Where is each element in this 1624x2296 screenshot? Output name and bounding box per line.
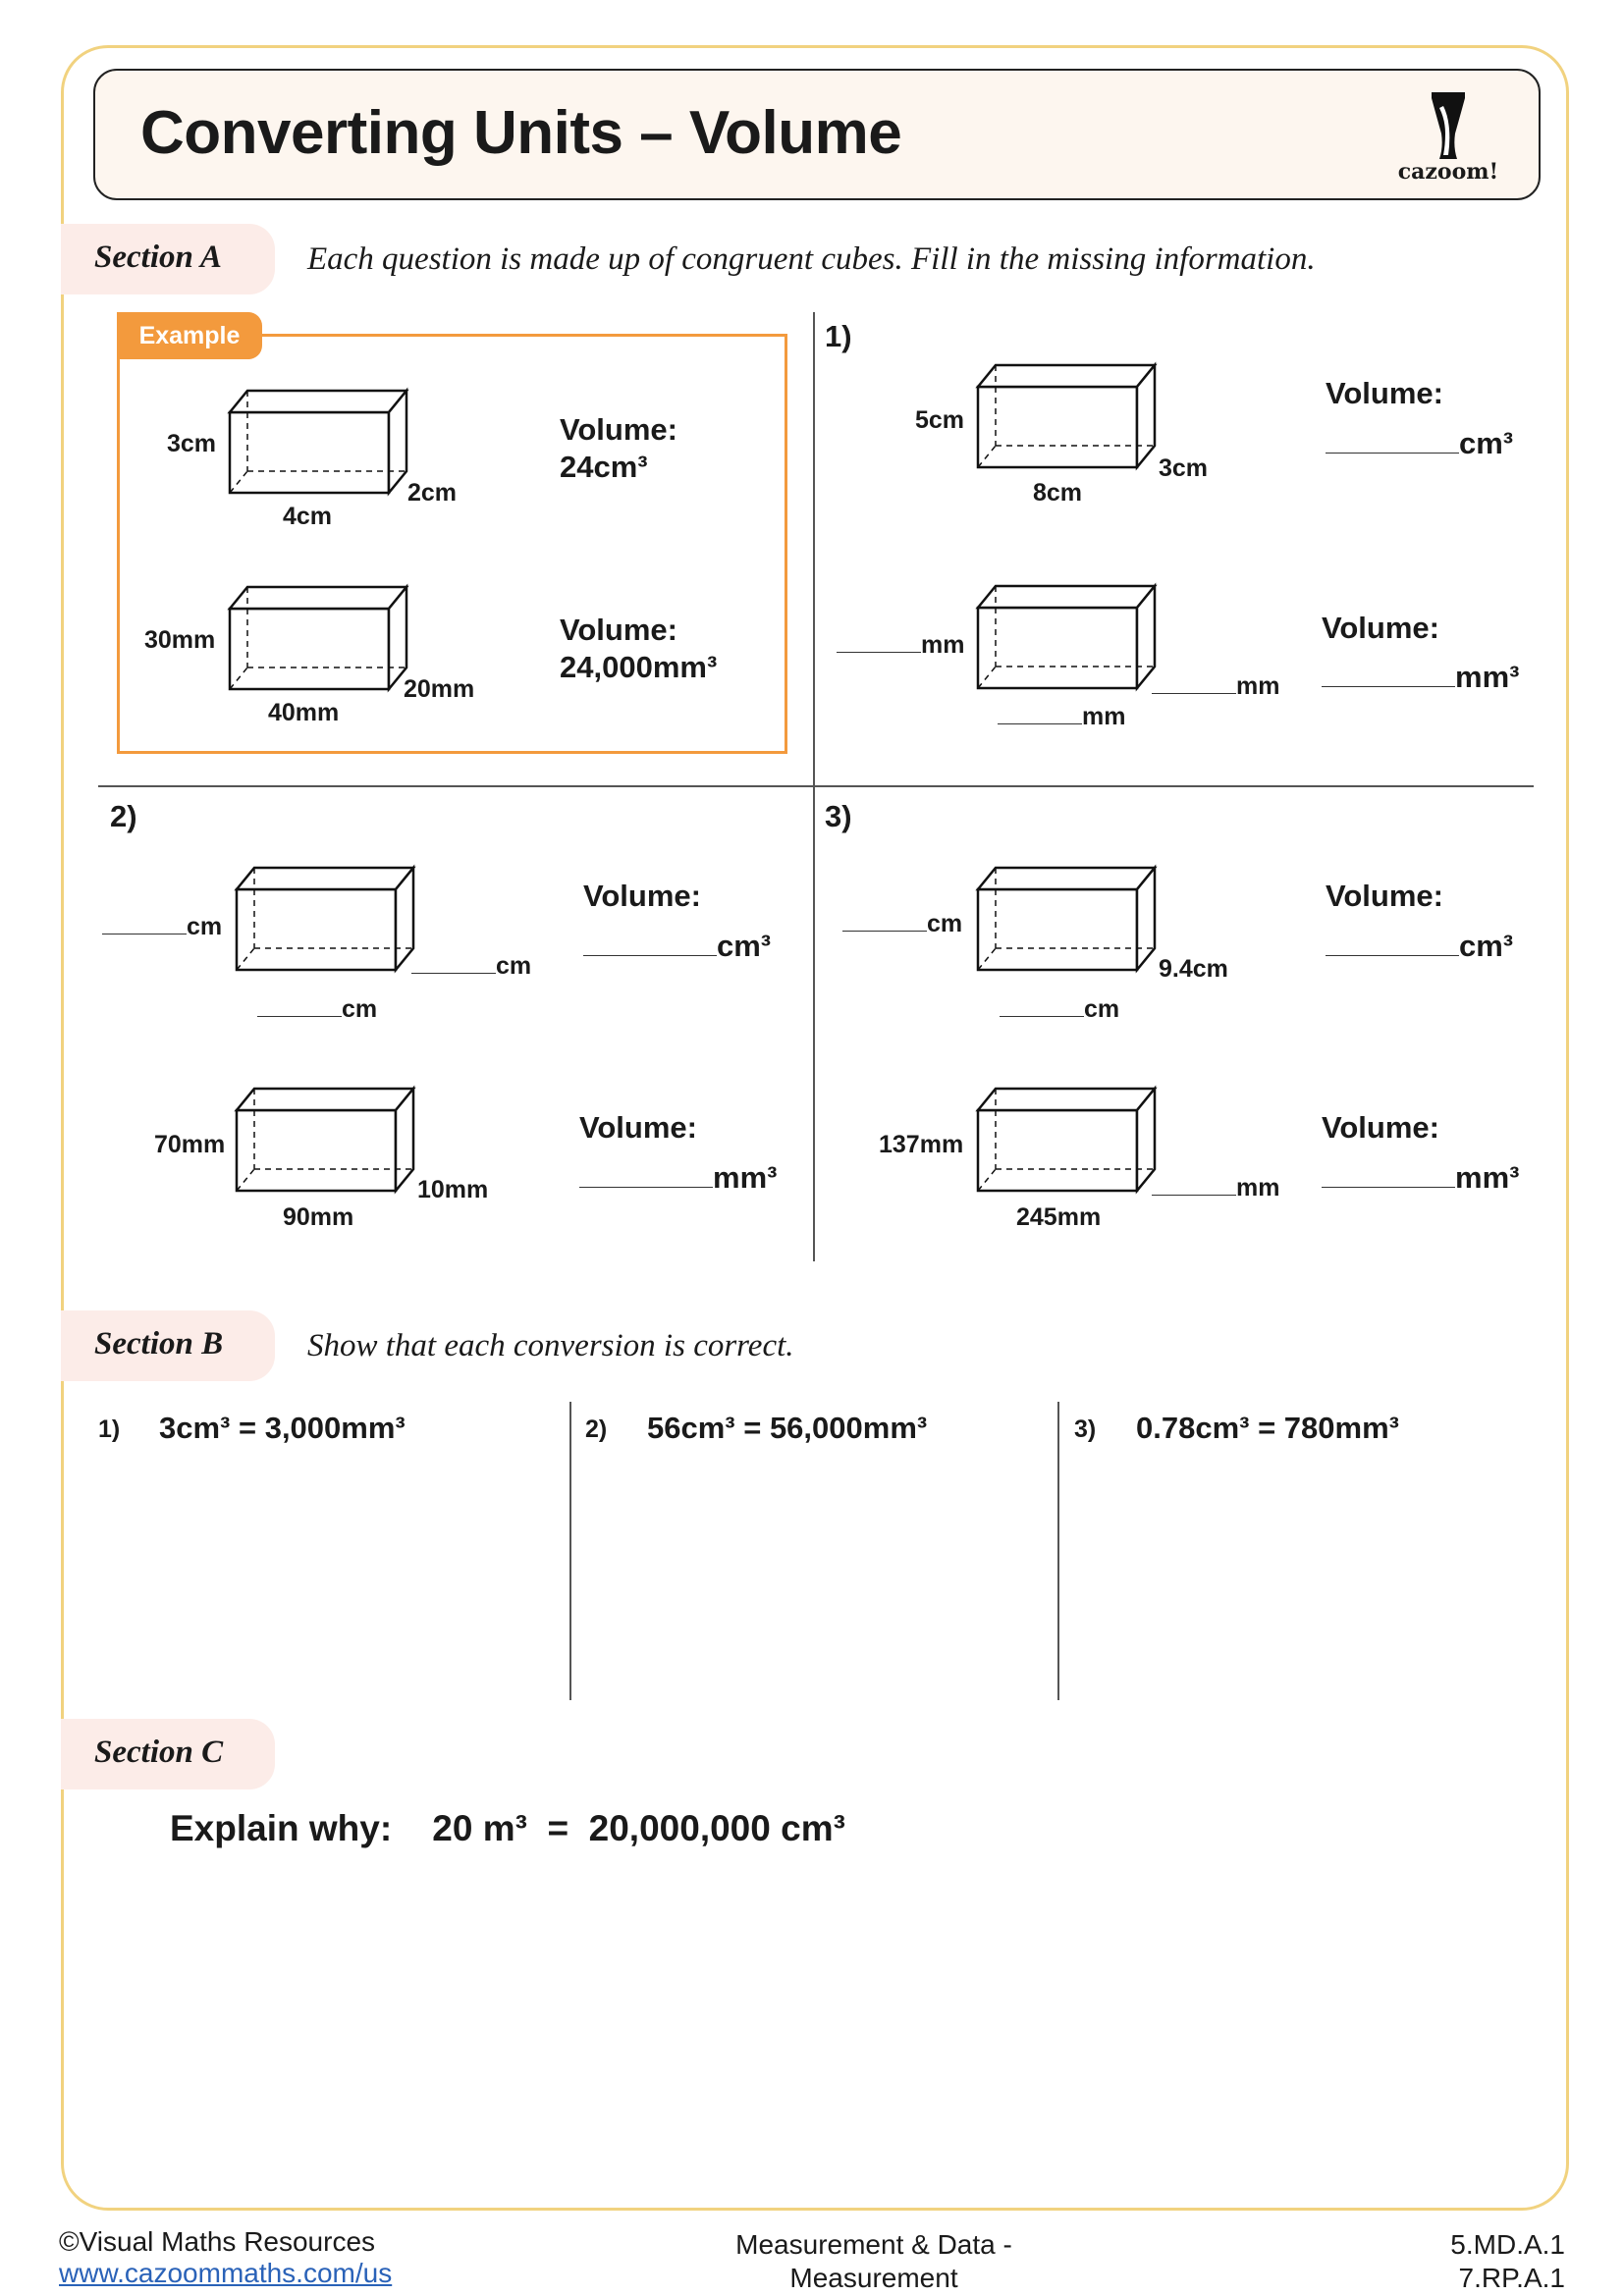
- q1-mm-depth[interactable]: mm: [1152, 672, 1279, 701]
- section-a-label: Section A: [94, 240, 222, 275]
- q1-mm-volume-label: Volume:: [1322, 611, 1439, 645]
- q3-mm-height: 137mm: [879, 1131, 964, 1158]
- footer-url-link[interactable]: www.cazoommaths.com/us: [59, 2258, 393, 2288]
- q3-mm-volume-answer[interactable]: mm³: [1322, 1160, 1519, 1196]
- section-b-q1-number: 1): [98, 1415, 121, 1443]
- footer-standard-2: 7.RP.A.1: [1458, 2263, 1565, 2293]
- section-b-q3-text: 0.78cm³ = 780mm³: [1136, 1411, 1399, 1445]
- cuboid-q1-mm: [976, 584, 1157, 690]
- q2-cm-depth[interactable]: cm: [411, 952, 531, 981]
- q1-mm-volume-answer[interactable]: mm³: [1322, 660, 1519, 695]
- page-title: Converting Units – Volume: [140, 99, 902, 167]
- footer-copyright: ©Visual Maths Resources: [59, 2226, 376, 2257]
- q2-number: 2): [110, 799, 137, 833]
- cuboid-q1-cm: [976, 363, 1157, 469]
- footer-standards: 5.MD.A.1 7.RP.A.1: [1414, 2228, 1565, 2295]
- q1-cm-volume-answer[interactable]: cm³: [1326, 426, 1513, 461]
- q2-cm-volume-label: Volume:: [583, 879, 701, 913]
- example-cm-volume-value: 24cm³: [560, 450, 648, 484]
- cuboid-example-cm: [228, 389, 408, 495]
- section-c-tab: Section C: [61, 1719, 275, 1789]
- q3-cm-depth: 9.4cm: [1159, 955, 1228, 983]
- q2-cm-width[interactable]: cm: [257, 995, 377, 1024]
- footer-standard-1: 5.MD.A.1: [1450, 2229, 1565, 2260]
- example-mm-depth: 20mm: [404, 675, 475, 703]
- title-box: [93, 69, 1541, 200]
- example-tag: Example: [117, 312, 262, 359]
- section-a-grid: [98, 312, 1534, 1261]
- section-b-q2-text: 56cm³ = 56,000mm³: [647, 1411, 928, 1445]
- cuboid-q3-mm: [976, 1087, 1157, 1193]
- q1-mm-height[interactable]: mm: [837, 631, 964, 660]
- example-cm-volume-label: Volume:: [560, 412, 677, 447]
- example-mm-height: 30mm: [144, 626, 216, 654]
- example-cm-height: 3cm: [167, 430, 217, 457]
- logo-text: cazoom!: [1397, 159, 1499, 185]
- q3-cm-volume-answer[interactable]: cm³: [1326, 929, 1513, 964]
- q1-cm-depth: 3cm: [1159, 454, 1209, 482]
- section-b-q3-number: 3): [1074, 1415, 1097, 1443]
- section-b-q1-text: 3cm³ = 3,000mm³: [159, 1411, 406, 1445]
- section-c-text: Explain why: 20 m³ = 20,000,000 cm³: [170, 1808, 845, 1848]
- q3-mm-width: 245mm: [1016, 1203, 1102, 1231]
- section-b-tab: Section B: [61, 1310, 275, 1381]
- q2-mm-volume-answer[interactable]: mm³: [579, 1160, 777, 1196]
- q3-mm-volume-label: Volume:: [1322, 1110, 1439, 1145]
- q3-mm-depth[interactable]: mm: [1152, 1174, 1279, 1202]
- section-b-instruction: Show that each conversion is correct.: [307, 1328, 794, 1363]
- cuboid-q2-mm: [235, 1087, 415, 1193]
- example-mm-width: 40mm: [268, 699, 340, 726]
- example-mm-volume-label: Volume:: [560, 613, 677, 647]
- q3-cm-volume-label: Volume:: [1326, 879, 1443, 913]
- cuboid-q2-cm: [235, 866, 415, 972]
- q2-mm-volume-label: Volume:: [579, 1110, 697, 1145]
- example-cm-width: 4cm: [283, 503, 333, 530]
- example-mm-volume-value: 24,000mm³: [560, 650, 718, 684]
- footer-topic-line1: Measurement & Data -: [735, 2229, 1012, 2260]
- footer-topic: Measurement & Data - Measurement: [668, 2228, 1080, 2295]
- cuboid-example-mm: [228, 585, 408, 691]
- cazoom-logo-icon: [1432, 92, 1465, 159]
- q2-mm-width: 90mm: [283, 1203, 354, 1231]
- section-c-label: Section C: [94, 1735, 224, 1770]
- q2-mm-depth: 10mm: [417, 1176, 489, 1203]
- q2-mm-height: 70mm: [154, 1131, 226, 1158]
- q1-cm-volume-label: Volume:: [1326, 376, 1443, 410]
- section-a-instruction: Each question is made up of congruent cu…: [307, 241, 1316, 277]
- q1-mm-width[interactable]: mm: [998, 703, 1125, 731]
- q1-number: 1): [825, 319, 852, 353]
- footer-topic-line2: Measurement: [789, 2263, 958, 2293]
- q3-cm-width[interactable]: cm: [1000, 995, 1119, 1024]
- section-b-q2-number: 2): [585, 1415, 608, 1443]
- q3-cm-height[interactable]: cm: [842, 910, 962, 938]
- q2-cm-height[interactable]: cm: [102, 913, 222, 941]
- q2-cm-volume-answer[interactable]: cm³: [583, 929, 771, 964]
- section-b-dividers: [569, 1402, 1059, 1700]
- q1-cm-width: 8cm: [1033, 479, 1083, 507]
- example-box: [117, 334, 787, 754]
- page-frame: [61, 45, 1569, 2211]
- cuboid-q3-cm: [976, 866, 1157, 972]
- section-a-tab: Section A: [61, 224, 275, 294]
- example-cm-depth: 2cm: [407, 479, 458, 507]
- q1-cm-height: 5cm: [915, 406, 965, 434]
- q3-number: 3): [825, 799, 852, 833]
- section-b-label: Section B: [94, 1326, 224, 1362]
